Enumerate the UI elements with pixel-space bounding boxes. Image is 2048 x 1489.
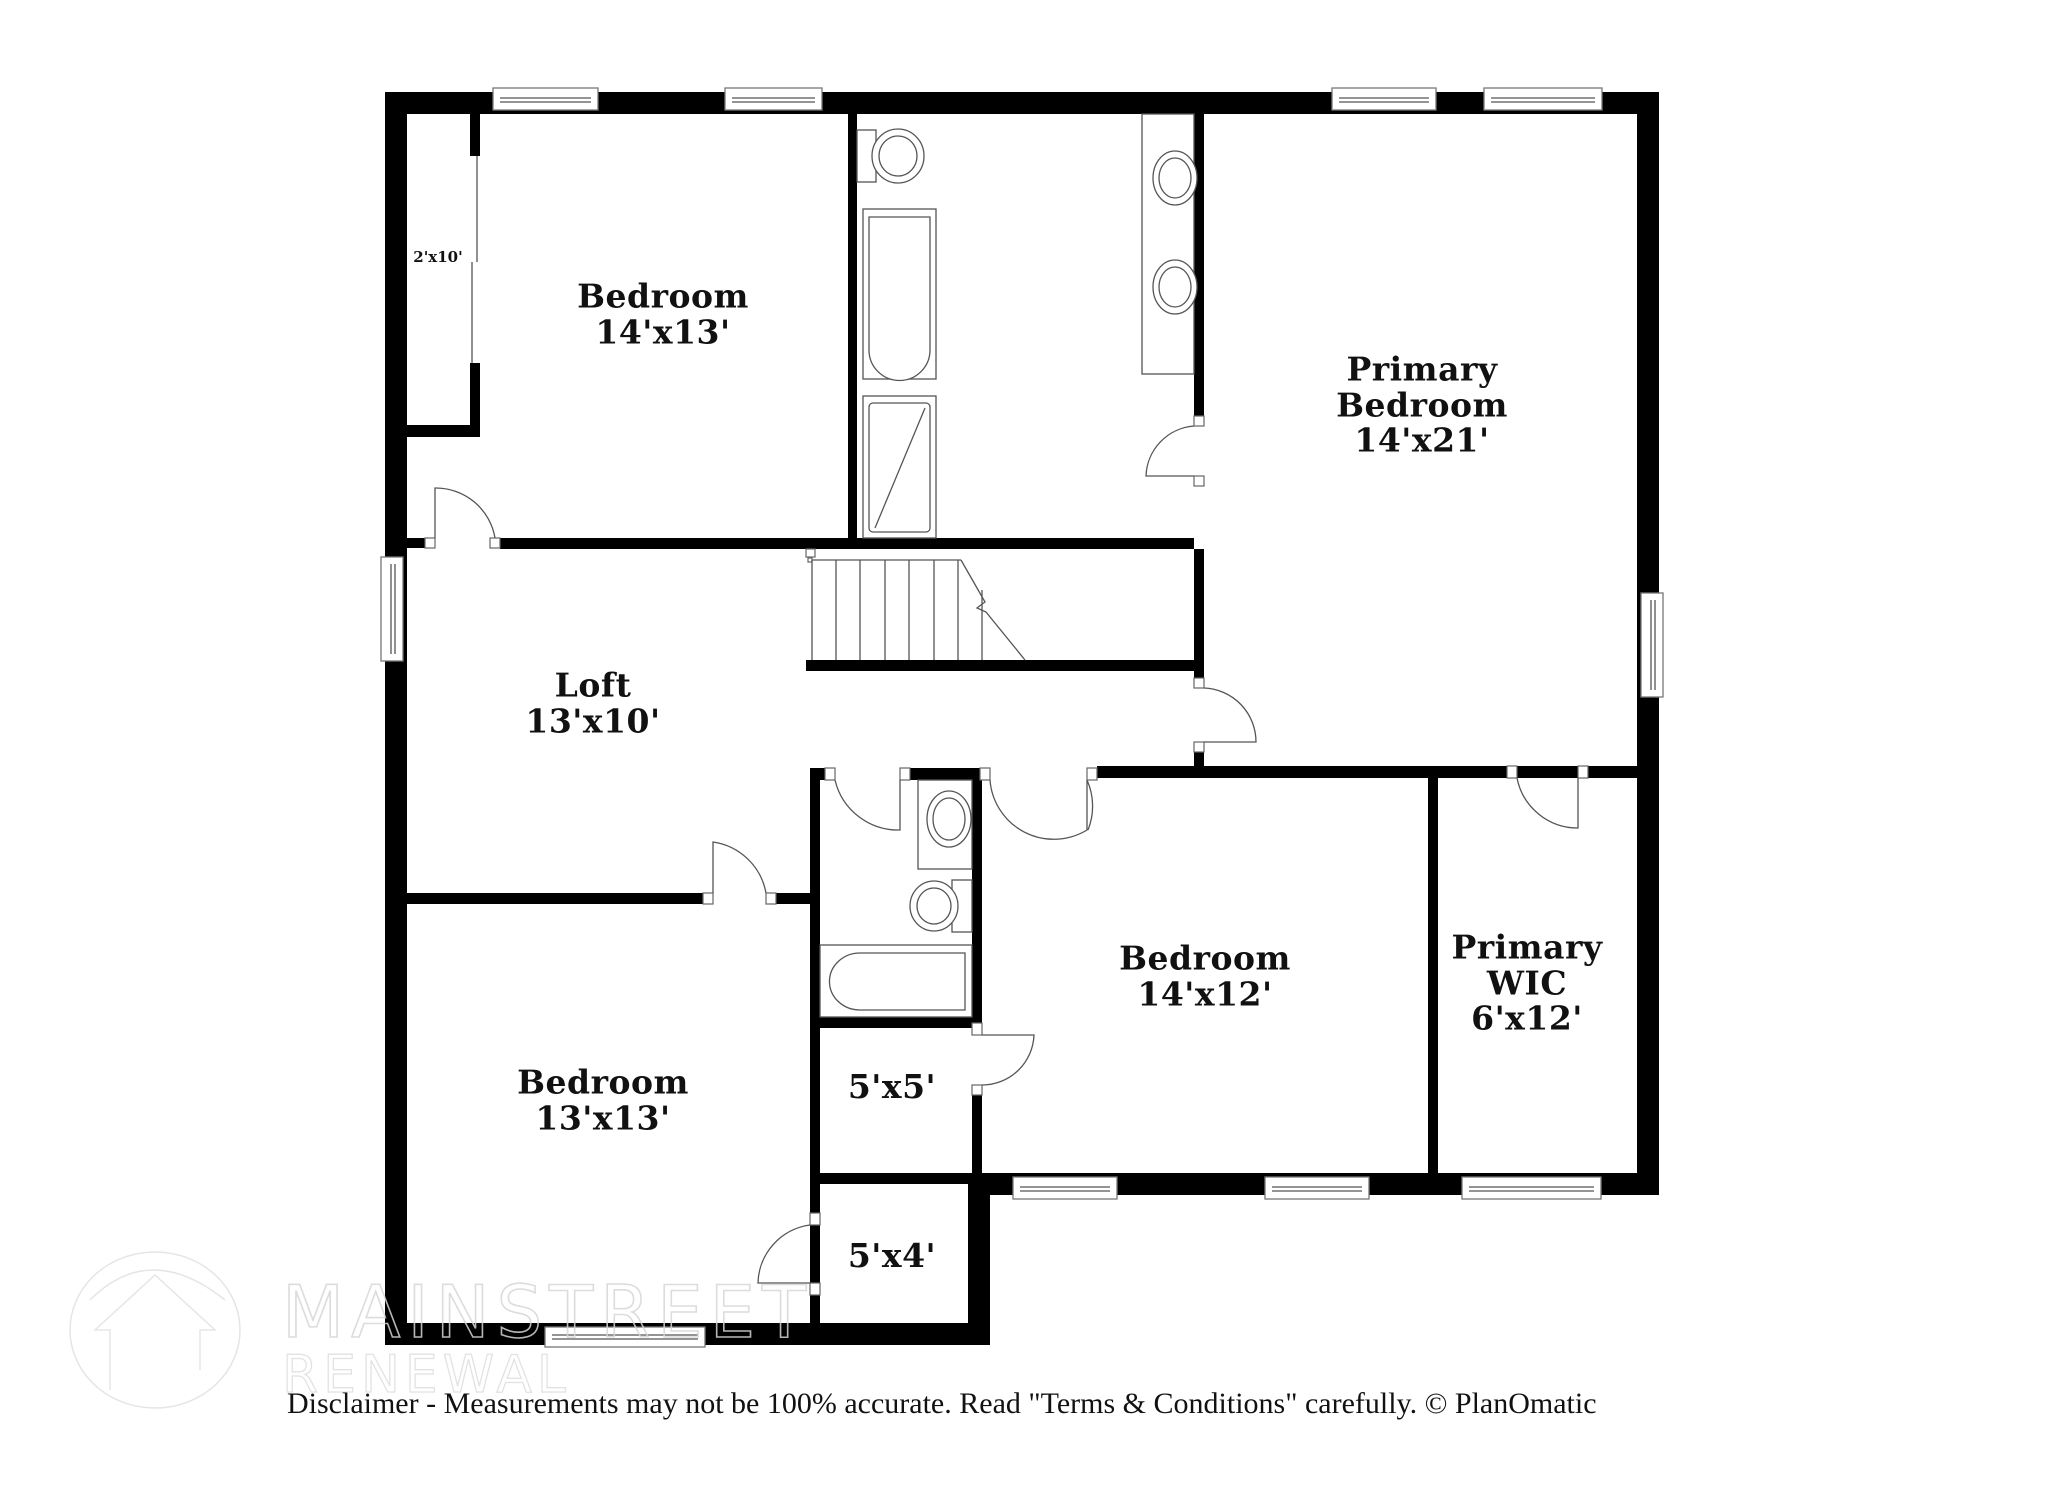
room-label-bedroom-sw: Bedroom 13'x13': [517, 1064, 689, 1135]
room-label-loft: Loft 13'x10': [525, 667, 660, 738]
disclaimer-text: Disclaimer - Measurements may not be 100…: [287, 1387, 1597, 1420]
room-size: 5'x4': [847, 1236, 937, 1276]
room-label-closet-5x5: 5'x5': [848, 1069, 936, 1105]
room-label-bedroom-s: Bedroom 14'x12': [1119, 940, 1291, 1011]
room-size: 5'x5': [847, 1067, 937, 1107]
room-name-line1: Primary: [1451, 927, 1603, 967]
windows: [380, 87, 1664, 1348]
room-label-closet-5x4: 5'x4': [848, 1238, 936, 1274]
room-label-primary-bedroom: Primary Bedroom 14'x21': [1336, 349, 1508, 460]
staircase: [807, 557, 1026, 661]
primary-bath-fixtures: [856, 113, 1198, 539]
room-name: Bedroom: [517, 1062, 689, 1102]
watermark-logo-icon: [69, 1251, 241, 1409]
room-label-closet-nw: 2'x10': [413, 249, 462, 265]
hall-bath-fixtures: [819, 779, 973, 1018]
room-name-line2: WIC: [1486, 963, 1568, 1003]
room-size: 13'x10': [525, 701, 661, 740]
interior-walls: [407, 114, 1637, 1323]
watermark-line2: RENEWAL: [282, 1345, 571, 1405]
room-name: Bedroom: [1119, 938, 1291, 978]
room-size: 2'x10': [413, 247, 463, 266]
watermark: MAINSTREET RENEWAL: [281, 1269, 813, 1405]
room-size: 13'x13': [535, 1098, 671, 1137]
room-name-line1: Primary: [1346, 349, 1498, 389]
room-size: 14'x21': [1354, 420, 1490, 460]
room-label-primary-wic: Primary WIC 6'x12': [1451, 927, 1603, 1038]
room-name: Bedroom: [577, 276, 749, 316]
room-label-bedroom-nw: Bedroom 14'x13': [577, 278, 749, 349]
door-jambs: [424, 415, 1589, 1296]
room-size: 14'x13': [595, 312, 731, 351]
watermark-line1: MAINSTREET: [282, 1270, 813, 1354]
room-size: 14'x12': [1137, 974, 1273, 1013]
room-name-line2: Bedroom: [1336, 385, 1508, 425]
door-swings: [434, 425, 1579, 1284]
room-size: 6'x12': [1471, 998, 1583, 1038]
room-name: Loft: [554, 665, 632, 705]
